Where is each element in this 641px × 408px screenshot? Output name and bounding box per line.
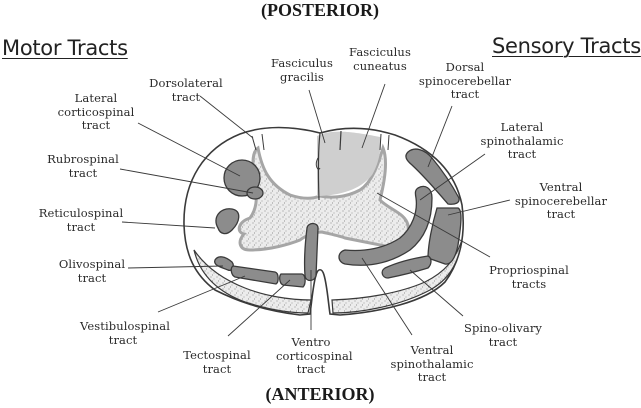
dorsolateral-tract: [251, 133, 265, 151]
label-dorsal-spinocerebellar-tract: Dorsal spinocerebellar tract: [418, 60, 512, 101]
reticulospinal-tract: [215, 208, 240, 235]
anterior-band-right: [331, 239, 463, 314]
grey-matter: [237, 143, 410, 252]
dorsal-columns: [317, 131, 381, 196]
label-lateral-spinothalamic-tract: Lateral spinothalamic tract: [480, 120, 564, 161]
leader-vestibulospinal: [157, 275, 246, 313]
label-reticulospinal-tract: Reticulospinal tract: [38, 206, 124, 234]
leader-lateral-corticospinal: [137, 122, 241, 177]
leader-tectospinal: [227, 279, 291, 337]
leader-reticulospinal: [121, 221, 216, 229]
label-tectospinal-tract: Tectospinal tract: [183, 348, 251, 376]
label-rubrospinal-tract: Rubrospinal tract: [47, 152, 119, 180]
leader-dorsolateral: [199, 95, 254, 139]
anterior-label: (ANTERIOR): [265, 384, 375, 404]
label-vestibulospinal-tract: Vestibulospinal tract: [80, 319, 171, 347]
label-ventro-corticospinal-tract: Ventro corticospinal tract: [276, 335, 353, 376]
ventral-spinocerebellar-tract: [427, 207, 462, 265]
posterior-label: (POSTERIOR): [260, 0, 379, 20]
leader-propriospinal: [376, 192, 491, 258]
leader-olivospinal: [127, 265, 224, 269]
leader-lateral-spinothalamic: [419, 153, 486, 201]
anterior-band-left: [193, 249, 312, 314]
leader-dorsal-spinocerebellar: [427, 105, 453, 168]
leader-rubrospinal: [119, 168, 254, 194]
label-dorsolateral-tract: Dorsolateral tract: [149, 76, 223, 104]
lateral-corticospinal-tract: [223, 159, 261, 197]
gracilis-cuneatus-septum: [339, 130, 342, 151]
label-fasciculus-gracilis: Fasciculus gracilis: [271, 56, 333, 84]
dorsal-median-septum: [317, 132, 321, 201]
leader-ventral-spinocerebellar: [447, 199, 511, 216]
motor-tracts-heading: Motor Tracts: [2, 36, 128, 60]
vestibulospinal-tract: [230, 265, 279, 285]
label-lateral-corticospinal-tract: Lateral corticospinal tract: [57, 91, 135, 132]
label-ventral-spinocerebellar-tract: Ventral spinocerebellar tract: [514, 180, 608, 221]
tectospinal-tract: [279, 273, 306, 288]
dorsal-root-right: [379, 133, 390, 151]
sensory-tracts-heading: Sensory Tracts: [492, 34, 641, 58]
label-ventral-spinothalamic-tract: Ventral spinothalamic tract: [390, 343, 474, 384]
label-olivospinal-tract: Olivospinal tract: [58, 257, 126, 285]
dorsal-spinocerebellar-tract: [405, 148, 460, 205]
label-spino-olivary-tract: Spino-olivary tract: [463, 321, 543, 349]
leader-fasciculus-cuneatus: [361, 83, 386, 149]
lateral-spinothalamic-tract: [338, 185, 433, 266]
leader-spino-olivary: [409, 269, 464, 317]
dorsal-septum-tip: [315, 157, 321, 170]
label-fasciculus-cuneatus: Fasciculus cuneatus: [349, 45, 411, 73]
label-propriospinal-tracts: Propriospinal tracts: [489, 263, 569, 291]
leader-ventral-spinothalamic: [361, 257, 413, 336]
leader-fasciculus-gracilis: [308, 89, 326, 144]
rubrospinal-tract: [246, 186, 264, 200]
spino-olivary-tract: [381, 255, 432, 279]
